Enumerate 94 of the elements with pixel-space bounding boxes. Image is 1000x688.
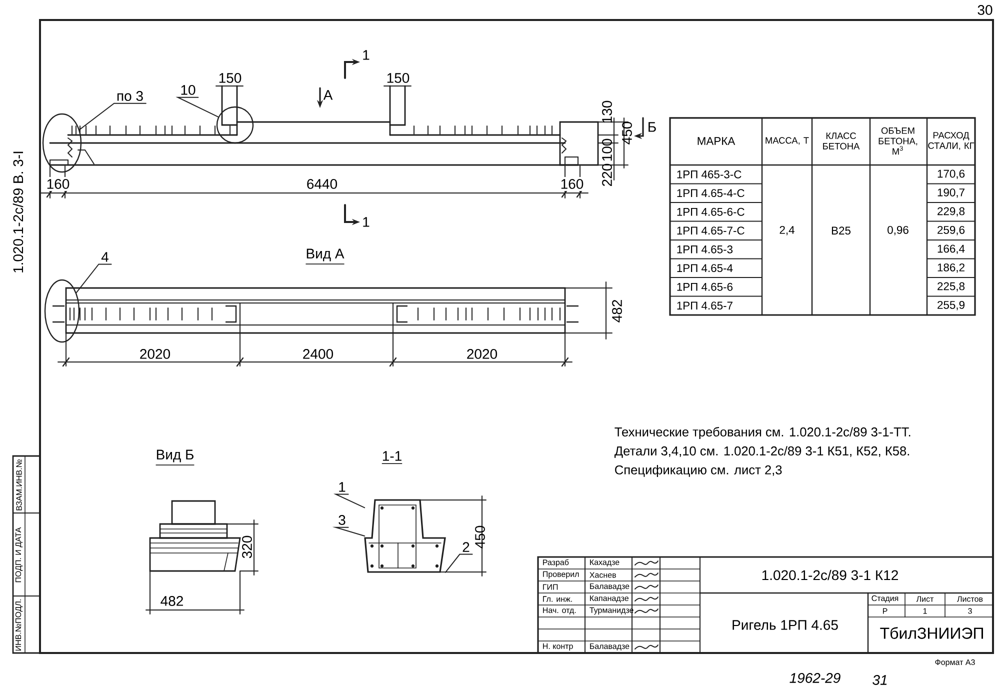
view-title: Вид А <box>305 248 345 264</box>
note-text: Детали 3,4,10 см. 1.020.1-2с/89 3-1 К51, К52, К58. <box>614 446 909 458</box>
table-cell: 1РП 4.65-3 <box>677 245 733 254</box>
dimension-value: 130 <box>602 100 612 123</box>
title-block-text: Разраб <box>543 559 569 567</box>
dimension-value: 150 <box>219 73 242 83</box>
title-block-text: Проверил <box>543 571 579 579</box>
table-cell: 1РП 465-3-С <box>677 170 742 178</box>
title-block-text: Капанадзе <box>590 595 628 603</box>
table-cell: 1РП 4.65-4 <box>677 264 733 272</box>
view-title: Вид Б <box>155 450 195 466</box>
detail-outline <box>42 113 82 173</box>
title-block-text: Балавадзе <box>590 643 630 651</box>
leader-line <box>76 264 112 294</box>
callout-number: 1 <box>339 482 346 492</box>
drawing-title: Ригель 1РП 4.65 <box>732 620 838 630</box>
table-cell: 1РП 4.65-6-С <box>677 208 744 216</box>
leader-line <box>332 526 366 536</box>
title-block-text: 3 <box>968 608 972 614</box>
table-cell: 255,9 <box>938 300 964 310</box>
note-text: Спецификацию см. лист 2,3 <box>615 465 782 477</box>
dimension-value: 450 <box>622 122 632 144</box>
title-block-text: ГИП <box>543 584 558 590</box>
title-block-text: Балавадзе <box>590 583 630 591</box>
table-cell: 1РП 4.65-4-С <box>677 189 744 198</box>
table-header: МАРКА <box>698 137 736 145</box>
leader-line <box>333 494 366 508</box>
sheet-number: 30 <box>978 5 992 15</box>
table-cell: 190,7 <box>938 188 964 198</box>
callout-number: 2 <box>462 542 470 552</box>
table-header: МАССА, Т <box>766 137 809 145</box>
leader-line <box>444 554 473 573</box>
table-header: РАСХОД СТАЛИ, КГ <box>928 132 974 150</box>
table-cell: 2,4 <box>780 226 794 236</box>
dimension-value: 2020 <box>467 349 498 359</box>
leader-line <box>176 96 219 118</box>
document-code: 1.020.1-2с/89 В. 3-I <box>12 152 24 272</box>
leader-line <box>79 102 146 130</box>
view-label: А <box>323 90 333 100</box>
table-cell: 1РП 4.65-6 <box>677 282 733 291</box>
dimension-value: 2400 <box>303 349 334 359</box>
callout-number: 4 <box>101 252 108 262</box>
dimension-value: 160 <box>44 177 72 191</box>
dimension-value: 150 <box>387 73 410 83</box>
dimension-value: 482 <box>612 300 622 322</box>
title-block-text: Р <box>883 608 888 614</box>
stamp-label: ПОДП. И ДАТА <box>15 527 23 582</box>
dimension-value: 320 <box>242 536 252 558</box>
view-title: 1-1 <box>382 451 403 464</box>
table-cell: 1РП 4.65-7-С <box>677 226 744 235</box>
title-block-text: Лист <box>916 596 934 602</box>
stamp-label: ИНВ.№ПОДЛ. <box>15 600 23 651</box>
table-cell: В25 <box>832 226 851 235</box>
table-cell: 225,8 <box>938 282 965 292</box>
dimension-value: 2020 <box>140 349 170 359</box>
dimension-value: 450 <box>475 526 485 548</box>
cross-section-drawing <box>364 496 486 576</box>
table-cell: 1РП 4.65-7 <box>677 302 732 310</box>
title-block-text: Нач. отд. <box>543 607 576 615</box>
title-block-text: Хаснев <box>590 572 616 578</box>
detail-outline <box>44 279 80 343</box>
view-label: Б <box>648 122 656 132</box>
title-block-text: Н. контр <box>543 643 573 651</box>
title-block-text: Гл. инж. <box>543 596 572 602</box>
note-text: Технические требования см. 1.020.1-2с/89 3-1-ТТ. <box>614 426 910 440</box>
table-cell: 186,2 <box>938 263 964 273</box>
table-cell: 229,8 <box>938 207 965 217</box>
title-block-text: Стадия <box>872 595 898 603</box>
dimension-value: 482 <box>160 596 183 606</box>
table-cell: 166,4 <box>938 244 965 254</box>
dimension-value: 160 <box>558 177 586 191</box>
table-cell: 259,6 <box>938 226 965 236</box>
dimension-value: 6440 <box>307 179 338 189</box>
organization-name: ТбилЗНИИЭП <box>880 627 983 639</box>
section-label: 1 <box>363 50 370 60</box>
callout-number: по 3 <box>117 91 143 101</box>
table-header: КЛАСС БЕТОНА <box>823 132 860 150</box>
dimension-value: 100 <box>602 138 612 161</box>
detail-outline <box>216 106 254 144</box>
callout-number: 10 <box>181 85 196 95</box>
table-cell: 0,96 <box>888 226 908 236</box>
format-label: Формат А3 <box>935 659 975 667</box>
table-header: ОБЪЕМ БЕТОНА, М$^{3}$ <box>878 127 918 155</box>
title-block-text: Листов <box>957 596 983 602</box>
document-code: 1.020.1-2с/89 3-1 К12 <box>762 570 898 580</box>
handwritten-note: 1962-29 <box>790 673 840 683</box>
callout-number: 3 <box>338 515 346 525</box>
title-block-text: 1 <box>923 608 927 614</box>
stamp-label: ВЗАМ.ИНВ.№ <box>16 459 22 510</box>
dimension-value: 220 <box>602 164 612 186</box>
section-label: 1 <box>363 217 370 227</box>
title-block-text: Кахадзе <box>590 559 620 567</box>
table-cell: 170,6 <box>938 170 965 180</box>
handwritten-note: 31 <box>872 675 887 685</box>
